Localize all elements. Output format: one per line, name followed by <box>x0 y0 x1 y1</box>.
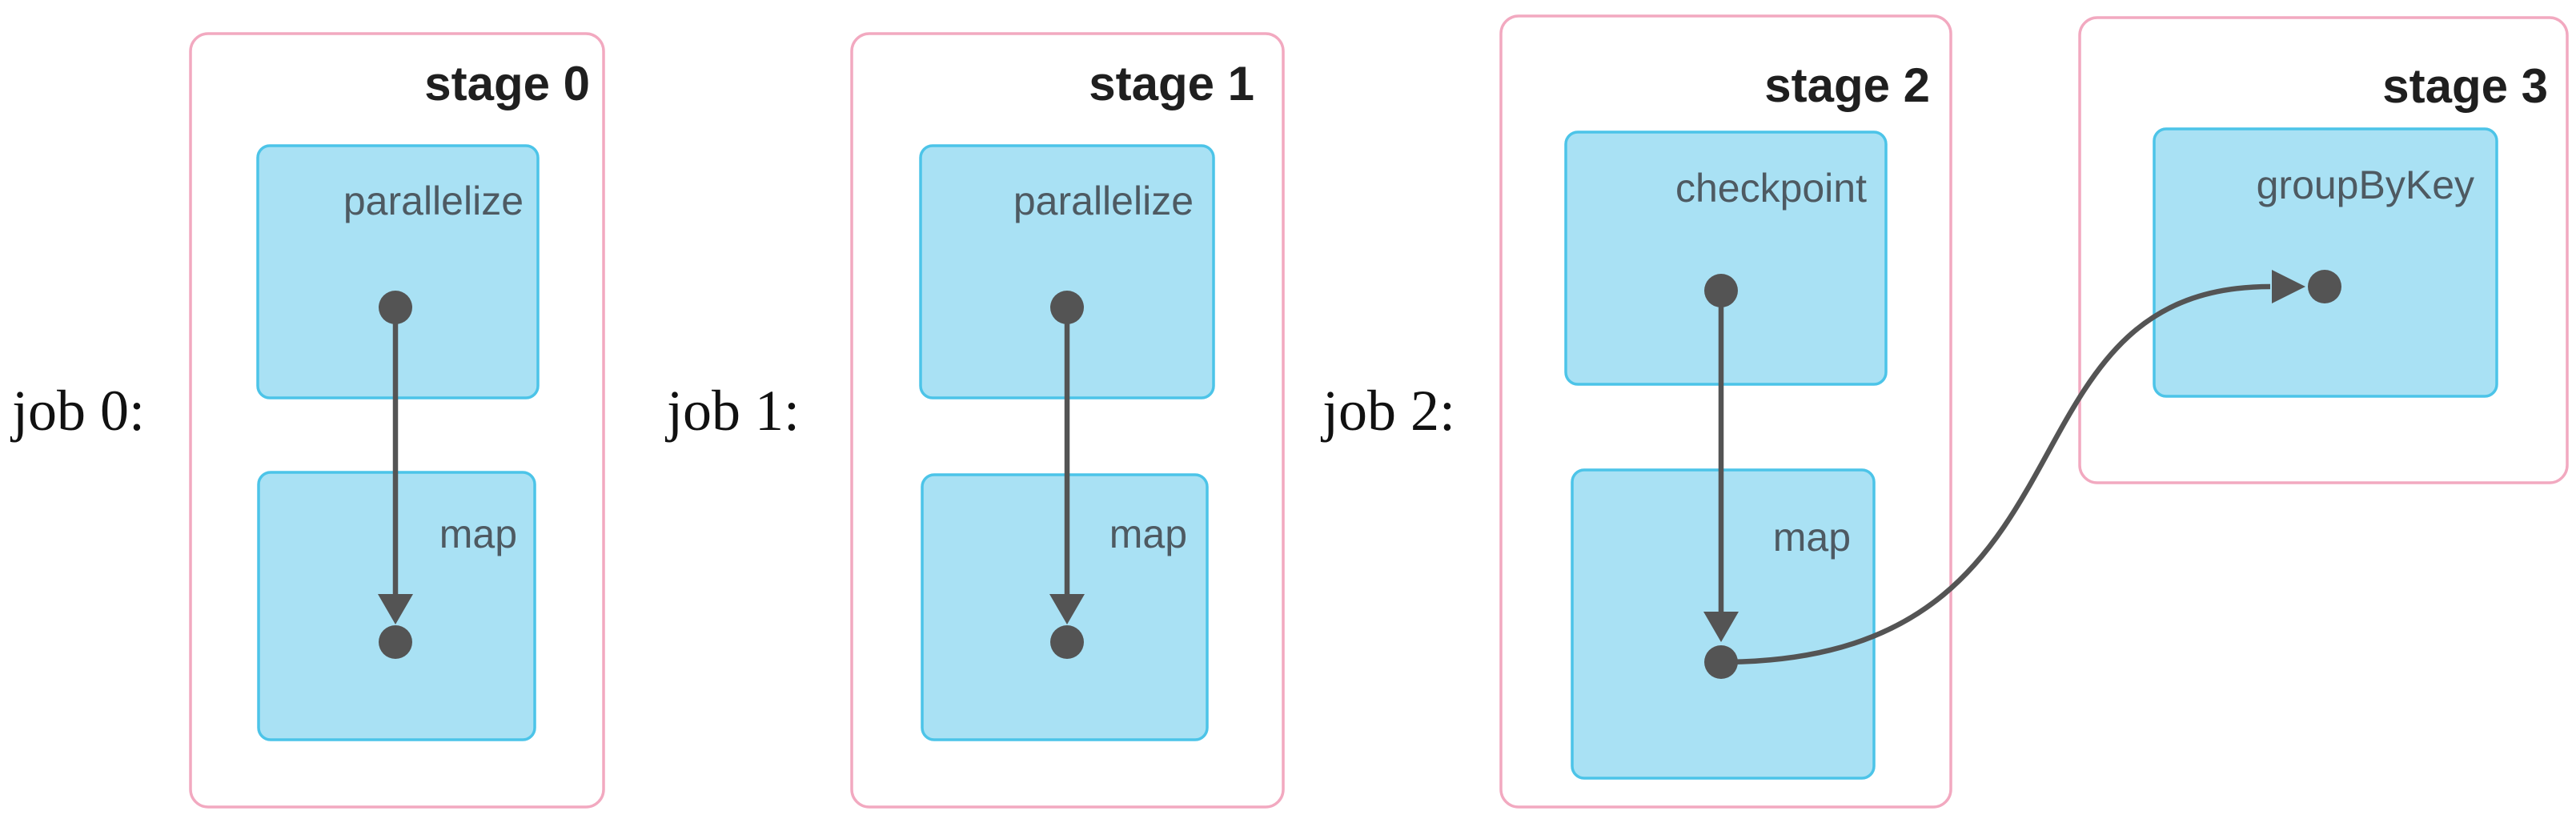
node-dot <box>1704 645 1738 679</box>
arrowhead-down-icon <box>1703 612 1739 642</box>
stage-3-label: stage 3 <box>2382 59 2548 113</box>
stage-0-map-label: map <box>439 512 517 556</box>
stage-0-group: stage 0 parallelize map <box>189 32 605 809</box>
stage-2-label: stage 2 <box>1764 58 1930 112</box>
edge-map-to-groupbykey <box>1720 283 2271 665</box>
node-dot <box>2308 270 2341 303</box>
arrowhead-right-icon <box>2272 270 2305 303</box>
job-0-label: job 0: <box>10 379 145 443</box>
stage-3-group: stage 3 groupByKey <box>2078 16 2569 484</box>
job-2-label: job 2: <box>1320 379 1455 443</box>
arrowhead-down-icon <box>1049 594 1085 624</box>
stage-3-groupbykey-box <box>2153 127 2498 398</box>
stage-1-parallelize-label: parallelize <box>1013 179 1194 223</box>
node-dot <box>1050 625 1084 659</box>
node-dot <box>1704 274 1738 307</box>
node-dot <box>379 291 412 324</box>
stage-0-label: stage 0 <box>424 57 590 110</box>
stage-1-map-label: map <box>1109 512 1187 556</box>
stage-1-label: stage 1 <box>1089 57 1254 110</box>
stage-1-group: stage 1 parallelize map <box>850 32 1285 809</box>
stage-2-map-label: map <box>1773 515 1851 560</box>
job-1-label: job 1: <box>664 379 800 443</box>
arrowhead-down-icon <box>378 594 413 624</box>
node-dot <box>1050 291 1084 324</box>
stage-2-checkpoint-label: checkpoint <box>1675 166 1867 211</box>
stage-2-group: stage 2 checkpoint map <box>1499 14 1952 809</box>
node-dot <box>379 625 412 659</box>
cross-stage-edge-group <box>1704 270 2341 679</box>
stage-3-groupbykey-label: groupByKey <box>2257 163 2474 207</box>
stage-2-checkpoint-box <box>1564 130 1888 386</box>
stage-0-parallelize-label: parallelize <box>343 179 524 223</box>
